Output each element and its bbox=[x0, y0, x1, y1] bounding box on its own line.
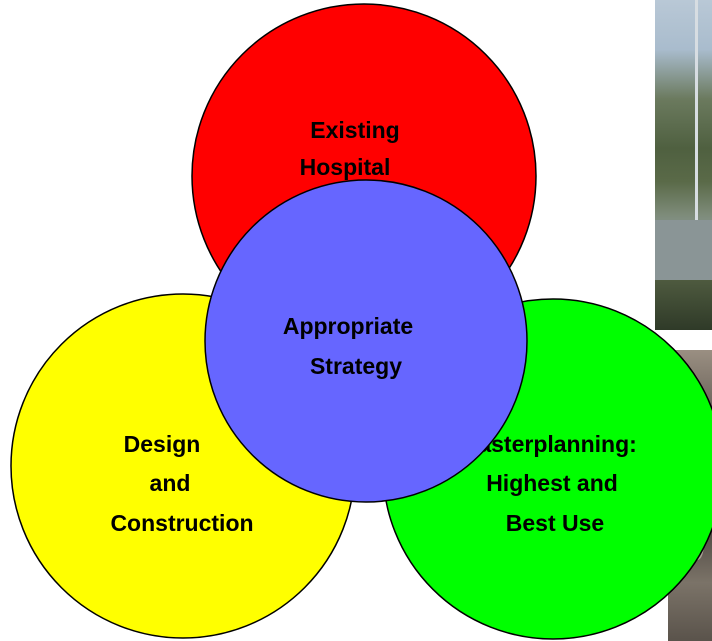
hospital-exterior-photo bbox=[655, 0, 712, 330]
existing-label-line-2: Hospital bbox=[300, 154, 391, 180]
design-label-line-2: and bbox=[150, 470, 191, 496]
existing-label-line-1: Existing bbox=[310, 117, 399, 143]
appropriate-strategy-circle: Appropriate Strategy bbox=[204, 179, 528, 503]
design-label-line-1: Design bbox=[124, 431, 201, 457]
strategy-label-line-2: Strategy bbox=[310, 353, 402, 379]
master-label-line-2: Highest and bbox=[486, 470, 618, 496]
lawn bbox=[655, 280, 712, 330]
building bbox=[655, 220, 712, 280]
design-label-line-3: Construction bbox=[110, 510, 253, 536]
flagpole bbox=[695, 0, 698, 270]
master-label-line-3: Best Use bbox=[506, 510, 604, 536]
strategy-label-line-1: Appropriate bbox=[283, 313, 413, 339]
